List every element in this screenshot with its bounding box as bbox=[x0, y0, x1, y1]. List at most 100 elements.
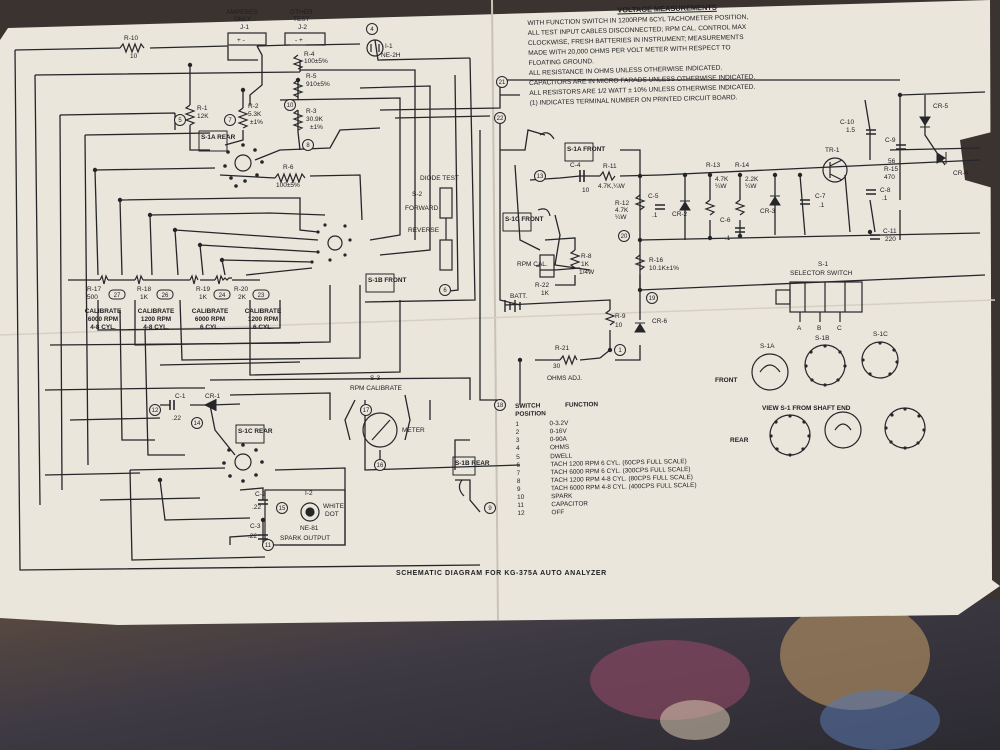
r15-name: R-15 bbox=[884, 166, 898, 173]
cr2-symbol bbox=[679, 200, 691, 211]
cr1-name: CR-1 bbox=[205, 393, 221, 400]
terminal-19: 19 bbox=[649, 296, 656, 302]
deck-b-label: B bbox=[817, 325, 821, 332]
cr2-name: CR-2 bbox=[672, 211, 688, 218]
s1-name: S-1 bbox=[818, 261, 829, 268]
r4-value: 100±5% bbox=[304, 58, 328, 65]
calibrate-1200-48-line1: CALIBRATE bbox=[138, 308, 175, 315]
r1-value: 12K bbox=[197, 113, 209, 120]
r10-symbol bbox=[119, 42, 145, 54]
calibrate-6000-48-line2: 6000 RPM bbox=[88, 316, 118, 323]
r19-symbol bbox=[189, 274, 199, 285]
terminal-6: 6 bbox=[443, 288, 447, 294]
function-header: FUNCTION bbox=[564, 401, 599, 409]
j2-pins: - + bbox=[295, 37, 303, 44]
switch-contacts bbox=[222, 143, 352, 483]
i1-lamp-symbol bbox=[366, 39, 384, 57]
r20-symbol bbox=[214, 274, 232, 285]
function-table-header: SWITCH POSITION FUNCTION bbox=[515, 399, 695, 419]
calibrate-1200-6-line3: 6 CYL. bbox=[253, 324, 273, 331]
c7-value: .1 bbox=[819, 202, 825, 209]
c11-name: C-11 bbox=[883, 228, 897, 235]
s2-switch-symbol bbox=[439, 187, 453, 271]
r3-name: R-3 bbox=[306, 108, 317, 115]
dot-label: DOT bbox=[325, 511, 339, 518]
s1c-rear-rotor bbox=[234, 453, 252, 471]
r9-symbol bbox=[604, 309, 616, 326]
r13-watt: ¼W bbox=[715, 183, 727, 190]
r3-value: 30.9K bbox=[306, 116, 324, 123]
cr5-symbol bbox=[919, 116, 931, 128]
paint-stain bbox=[820, 690, 940, 750]
r22-name: R-22 bbox=[535, 282, 549, 289]
r13-value: 4.7K bbox=[715, 176, 729, 183]
c2-name: C-2 bbox=[255, 491, 266, 498]
terminal-23: 23 bbox=[258, 293, 265, 299]
r16-value: 10.1K±1% bbox=[649, 265, 679, 272]
diode-symbols bbox=[203, 116, 947, 411]
r19-value: 1K bbox=[199, 294, 208, 301]
c4-symbol bbox=[579, 170, 585, 182]
j2-jack bbox=[284, 32, 326, 46]
c11-value: 220 bbox=[885, 236, 896, 243]
ohms-adj-label: OHMS ADJ. bbox=[547, 375, 582, 382]
calibrate-6000-6-line2: 6000 RPM bbox=[195, 316, 225, 323]
r18-value: 1K bbox=[140, 294, 149, 301]
s1c-front-label: S-1C FRONT bbox=[505, 216, 543, 223]
calibrate-1200-6-line2: 1200 RPM bbox=[248, 316, 278, 323]
s1c-view-label: S-1C bbox=[873, 331, 888, 338]
schematic-sheet: 4 10 5 7 8 6 21 22 13 20 19 1 12 14 17 1… bbox=[0, 0, 1000, 625]
c10-name: C-10 bbox=[840, 119, 854, 126]
c4-name: C-4 bbox=[570, 162, 581, 169]
terminal-20: 20 bbox=[621, 234, 628, 240]
capacitor-symbols bbox=[169, 129, 906, 540]
battery-label: BATT. bbox=[510, 293, 527, 300]
r9-value: 10 bbox=[615, 322, 623, 329]
calibrate-1200-48-line3: 4-8 CYL. bbox=[143, 324, 169, 331]
c10-symbol bbox=[866, 129, 876, 135]
terminal-15: 15 bbox=[279, 506, 286, 512]
r20-value: 2K bbox=[238, 294, 247, 301]
paint-stain bbox=[660, 700, 730, 740]
r16-name: R-16 bbox=[649, 257, 663, 264]
c10-value: 1.5 bbox=[846, 127, 855, 134]
r1-name: R-1 bbox=[197, 105, 208, 112]
terminal-24: 24 bbox=[219, 293, 226, 299]
cr5-name: CR-5 bbox=[933, 103, 949, 110]
r14-symbol bbox=[734, 199, 746, 216]
r18-symbol bbox=[134, 274, 144, 285]
terminal-8: 8 bbox=[306, 143, 310, 149]
r13-name: R-13 bbox=[706, 162, 720, 169]
r11-value: 4.7K,¼W bbox=[598, 183, 626, 190]
r6-symbol bbox=[274, 172, 306, 184]
diode-test-label: DIODE TEST bbox=[420, 175, 459, 182]
terminal-16: 16 bbox=[377, 463, 384, 469]
r6-name: R-6 bbox=[283, 164, 294, 171]
selector-switch-drawing bbox=[775, 281, 863, 322]
i1-value: NE-2H bbox=[381, 52, 401, 59]
cr4-symbol bbox=[936, 152, 947, 164]
r5-value: 910±5% bbox=[306, 81, 330, 88]
terminal-17: 17 bbox=[363, 408, 370, 414]
r3-symbol bbox=[292, 109, 304, 131]
s1a-front-label: S-1A FRONT bbox=[567, 146, 605, 153]
j1-jack bbox=[227, 32, 267, 46]
terminal-1: 1 bbox=[618, 348, 622, 354]
i2-lamp-symbol bbox=[300, 502, 320, 522]
terminal-11: 11 bbox=[265, 543, 272, 549]
j2-name: J-2 bbox=[298, 24, 307, 31]
r15-value: 470 bbox=[884, 174, 895, 181]
schematic-caption: SCHEMATIC DIAGRAM FOR KG-375A AUTO ANALY… bbox=[396, 570, 607, 577]
c1-name: C-1 bbox=[175, 393, 186, 400]
spark-labels: I-2 WHITE DOT NE-81 SPARK OUTPUT bbox=[280, 490, 345, 542]
spark-output-box bbox=[264, 489, 346, 546]
terminal-numbers: 4 10 5 7 8 6 21 22 13 20 19 1 12 14 17 1… bbox=[114, 27, 656, 549]
i1-name: I-1 bbox=[385, 43, 393, 50]
c8-symbol bbox=[866, 189, 876, 195]
r16-symbol bbox=[634, 254, 646, 271]
s1a-front-view bbox=[751, 353, 789, 391]
calibrate-6000-48-line3: 4-8 CYL. bbox=[90, 324, 116, 331]
terminal-26: 26 bbox=[162, 293, 169, 299]
c2-value: .22 bbox=[252, 504, 261, 511]
